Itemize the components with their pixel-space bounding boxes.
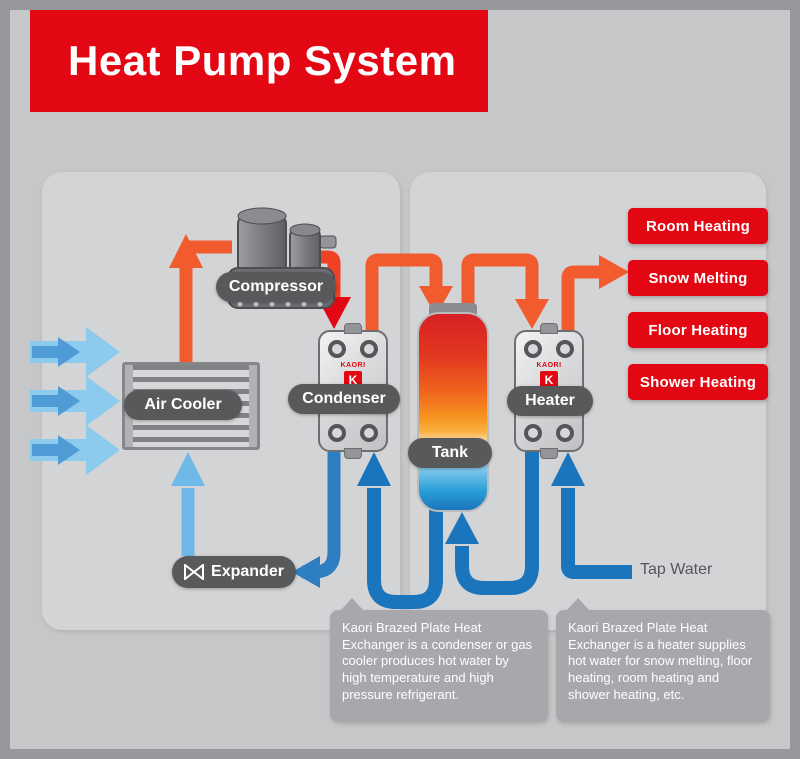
hx-port: [524, 424, 542, 442]
hx-port: [360, 424, 378, 442]
heater-callout: Kaori Brazed Plate Heat Exchanger is a h…: [556, 598, 770, 722]
hx-port: [328, 424, 346, 442]
hx-port: [360, 340, 378, 358]
output-room-heating: Room Heating: [628, 208, 768, 244]
cold-pipes: [357, 452, 632, 609]
expander-label: Expander: [172, 556, 296, 588]
expander-valve-icon: [184, 564, 205, 580]
hx-port: [556, 340, 574, 358]
air-flow-arrows: [30, 327, 120, 475]
heater-label: Heater: [507, 386, 593, 416]
condenser-label: Condenser: [288, 384, 400, 414]
output-shower-heating: Shower Heating: [628, 364, 768, 400]
hx-tab: [344, 448, 362, 459]
condenser-callout: Kaori Brazed Plate Heat Exchanger is a c…: [330, 598, 548, 722]
output-snow-melting: Snow Melting: [628, 260, 768, 296]
hx-port: [524, 340, 542, 358]
tank-icon: [417, 312, 489, 512]
header-banner: Heat Pump System: [30, 10, 488, 112]
hx-port: [556, 424, 574, 442]
compressor-label: Compressor: [216, 272, 336, 302]
hx-tab: [344, 323, 362, 334]
tank-label: Tank: [408, 438, 492, 468]
tap-water-label: Tap Water: [640, 561, 713, 578]
kaori-logo: KAORI K: [536, 362, 562, 389]
output-floor-heating: Floor Heating: [628, 312, 768, 348]
hx-tab: [540, 448, 558, 459]
air-cooler-label: Air Cooler: [124, 390, 242, 420]
refrigerant-pipes: [171, 452, 341, 588]
hot-pipes: [169, 234, 629, 372]
page-title: Heat Pump System: [68, 37, 457, 84]
hx-port: [328, 340, 346, 358]
hx-tab: [540, 323, 558, 334]
